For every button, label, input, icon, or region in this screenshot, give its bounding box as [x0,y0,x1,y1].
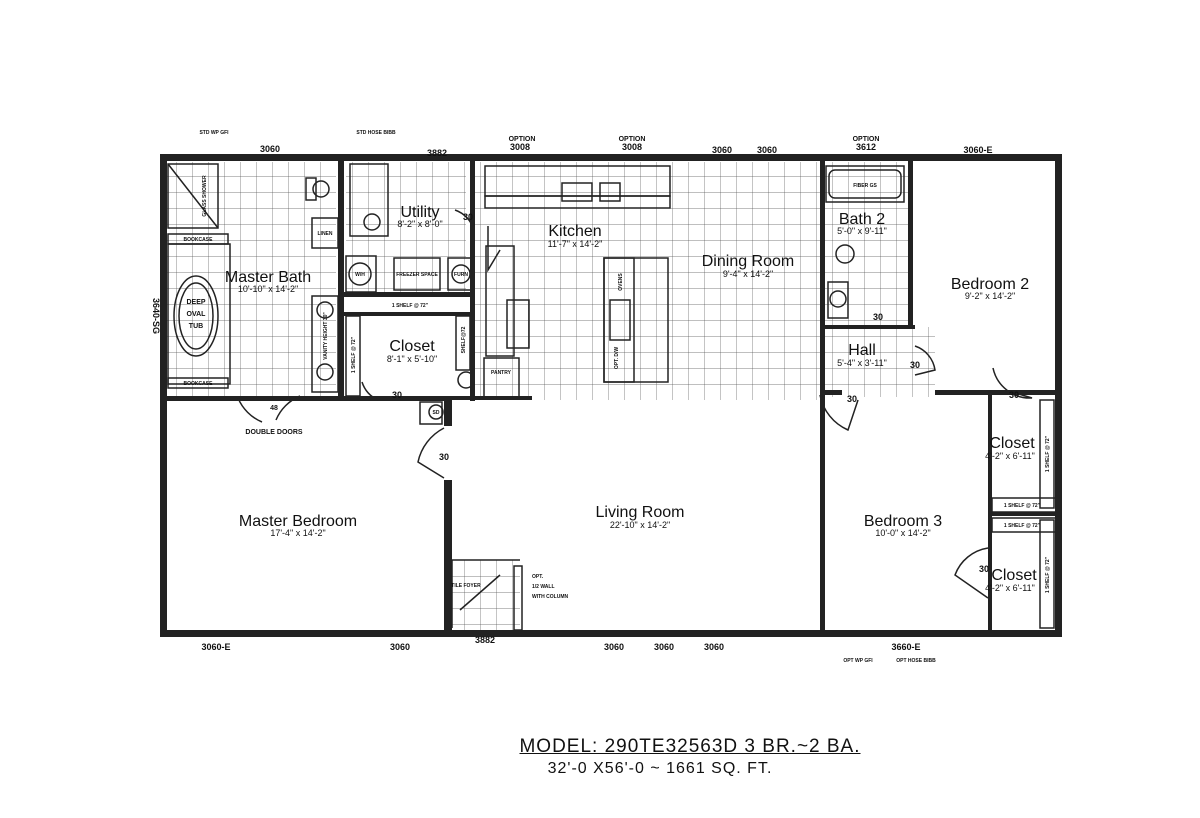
dining-room-name: Dining Room [702,253,794,270]
door-size: 30 [910,360,920,370]
shelf-label: 1 SHELF @ 72" [1045,435,1051,472]
opt-wp-gfi-note: OPT WP GFI [843,658,873,664]
std-hose-bibb-note: STD HOSE BIBB [356,130,396,136]
room-labels: Master Bath 10'-10" x 14'-2" Utility 8'-… [225,204,1037,593]
linen-label: LINEN [318,231,333,237]
half-wall-label: WITH COLUMN [532,594,568,600]
option-note: OPTION [619,136,646,143]
utility-name: Utility [400,204,439,221]
window-label: 3612 [856,142,876,152]
window-label: 3882 [475,635,495,645]
ovens-label: OVENS [618,273,624,291]
shelf-label: 1 SHELF @ 72" [1045,556,1051,593]
door-size-labels: 30 30 30 30 30 30 30 30 [392,212,1019,574]
fixture-lines [167,163,1057,631]
tub-label: FIBER GS [853,183,877,189]
shelf-label: 1 SHELF @ 72" [351,336,357,373]
window-label: 3008 [622,142,642,152]
bedroom3-closet-upper-dims: 4'-2" x 6'-11" [985,451,1035,461]
bookcase-label: BOOKCASE [184,237,214,243]
window-label: 3008 [510,142,530,152]
window-label: 3060 [260,144,280,154]
door-size: 30 [439,452,449,462]
door-size: 30 [873,312,883,322]
option-notes: OPTION OPTION OPTION STD WP GFI STD HOSE… [199,130,936,664]
freezer-label: FREEZER SPACE [396,272,438,278]
door-size-label: 48 [270,405,278,412]
foyer-label: TILE FOYER [451,583,481,589]
tub-label: DEEP [186,299,205,306]
utility-dims: 8'-2" x 8'-0" [397,219,442,229]
side-window-label: 3640-SG [151,298,161,334]
dining-room-dims: 9'-4" x 14'-2" [723,269,773,279]
master-closet-name: Closet [389,338,435,355]
bedroom3-closet-lower-name: Closet [991,567,1037,584]
opt-hose-bibb-note: OPT HOSE BIBB [896,658,936,664]
door-size: 30 [847,394,857,404]
master-bedroom-dims: 17'-4" x 14'-2" [270,528,325,538]
shelf-label: 1 SHELF @ 72" [392,303,429,309]
smoke-detector-label: SD [433,410,440,416]
shower-label: GLASS SHOWER [202,175,208,217]
master-bath-name: Master Bath [225,269,311,286]
hall-name: Hall [848,342,876,359]
exterior-walls [160,154,1062,637]
bedroom3-dims: 10'-0" x 14'-2" [875,528,930,538]
window-label: 3060 [390,642,410,652]
furnace-label: FURN [454,272,468,278]
window-label: 3060 [757,145,777,155]
plan-title-block: MODEL: 290TE32563D 3 BR.~2 BA. 32'-0 X56… [300,736,1020,778]
window-label: 3060-E [963,145,992,155]
window-label: 3060 [704,642,724,652]
window-label: 3060 [654,642,674,652]
tub-label: OVAL [187,311,207,318]
tub-label: TUB [189,323,203,330]
door-size: 30 [392,390,402,400]
window-labels: 3060 3882 3008 3008 3060 3060 3612 3060-… [151,142,993,652]
window-label: 3060-E [201,642,230,652]
door-size: 30 [979,564,989,574]
window-label: 3660-E [891,642,920,652]
bookcase-label: BOOKCASE [184,381,214,387]
double-doors-label: DOUBLE DOORS [245,429,303,436]
bedroom3-closet-lower-dims: 4'-2" x 6'-11" [985,583,1035,593]
dishwasher-label: OPT. D/W [614,347,620,370]
kitchen-dims: 11'-7" x 14'-2" [548,239,603,249]
half-wall-label: 1/2 WALL [532,584,555,590]
window-label: 3882 [427,148,447,158]
kitchen-name: Kitchen [548,223,601,240]
half-wall-label: OPT. [532,574,544,580]
living-room-name: Living Room [596,504,685,521]
bath2-dims: 5'-0" x 9'-11" [837,226,887,236]
bedroom3-closet-upper-name: Closet [989,435,1035,452]
bedroom3-name: Bedroom 3 [864,513,942,530]
master-closet-dims: 8'-1" x 5'-10" [387,354,437,364]
door-swings [237,209,1033,599]
door-size: 30 [463,212,473,222]
shelf-label: 1 SHELF @ 72" [1004,503,1041,509]
tile-floor [166,162,935,630]
option-note: OPTION [509,136,536,143]
bath2-name: Bath 2 [839,211,885,228]
size-line: 32'-0 X56'-0 ~ 1661 SQ. FT. [547,760,773,777]
master-bath-dims: 10'-10" x 14'-2" [238,284,298,294]
hall-dims: 5'-4" x 3'-11" [837,358,887,368]
master-bedroom-name: Master Bedroom [239,513,357,530]
pantry-label: PANTRY [491,370,512,376]
bedroom2-name: Bedroom 2 [951,276,1029,293]
window-label: 3060 [604,642,624,652]
option-note: OPTION [853,136,880,143]
door-size: 30 [1009,390,1019,400]
bedroom2-dims: 9'-2" x 14'-2" [965,291,1015,301]
vanity-label: VANITY HEIGHT 30" [323,312,329,360]
water-heater-label: W/H [355,272,365,278]
std-wp-gfi-note: STD WP GFI [199,130,229,136]
fixture-labels: BOOKCASE BOOKCASE DEEP OVAL TUB LINEN W/… [184,175,1051,600]
window-label: 3060 [712,145,732,155]
shelf-label: 1 SHELF @ 72" [1004,523,1041,529]
living-room-dims: 22'-10" x 14'-2" [610,520,670,530]
shelf-label: SHELF@72 [461,326,467,353]
model-line: MODEL: 290TE32563D 3 BR.~2 BA. [519,736,861,757]
